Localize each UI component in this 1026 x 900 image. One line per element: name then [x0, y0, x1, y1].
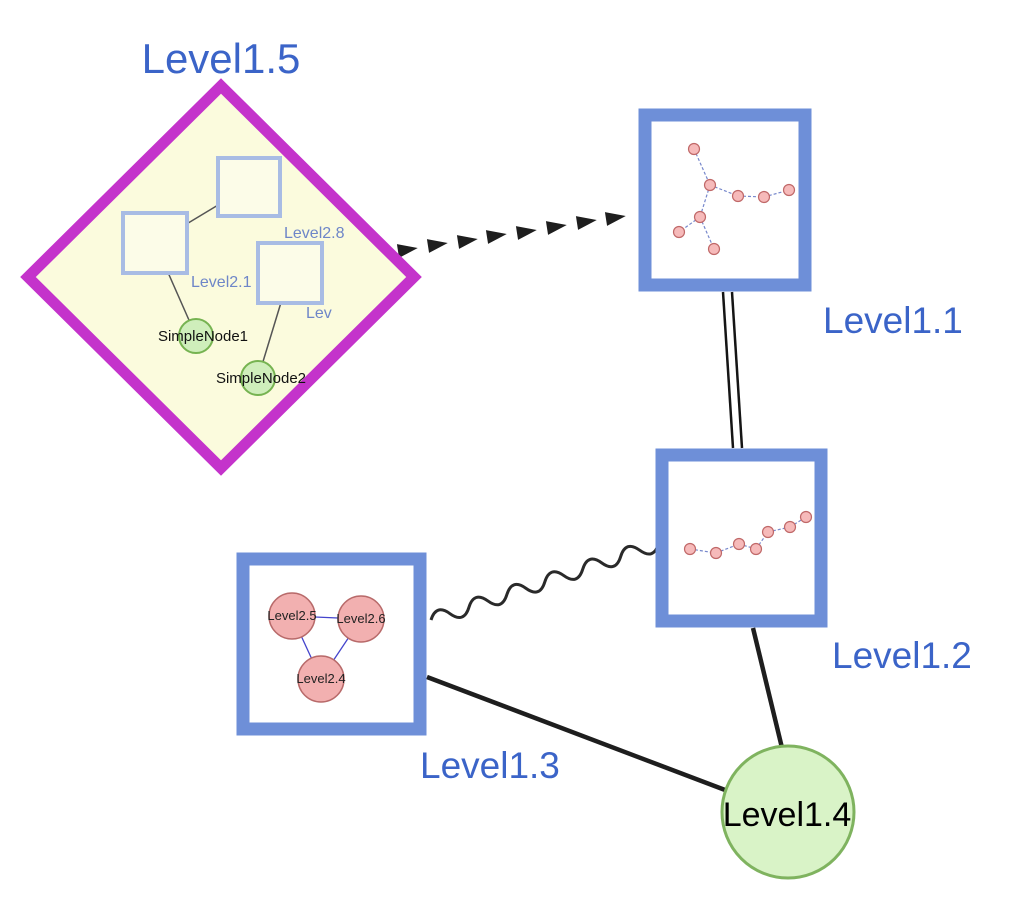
label-level15: Level1.5 [142, 35, 301, 82]
double-line-1 [721, 291, 735, 449]
mini-node[interactable] [749, 542, 763, 556]
label-level24: Level2.4 [296, 671, 345, 686]
arrowhead-dash [604, 209, 627, 226]
level15-diamond[interactable] [20, 78, 422, 476]
edge-level13-level12[interactable] [429, 537, 661, 626]
edge-level13-level14[interactable] [426, 674, 734, 796]
level12-inner-graph [683, 510, 813, 560]
wavy-path [429, 543, 661, 621]
arrowhead-dash [426, 236, 449, 253]
mini-node[interactable] [709, 546, 723, 560]
label-level25: Level2.5 [267, 608, 316, 623]
edge-level12-level14[interactable] [750, 627, 786, 753]
mini-node[interactable] [687, 142, 701, 156]
mini-node[interactable] [782, 183, 796, 197]
mini-node[interactable] [683, 542, 697, 556]
mini-node[interactable] [703, 178, 717, 192]
node-simplenode2[interactable] [240, 360, 276, 396]
level11-inner-graph [672, 142, 796, 256]
level12-rect[interactable] [655, 448, 828, 628]
label-level13: Level1.3 [420, 745, 560, 786]
mini-edge [693, 148, 711, 186]
node-level13-group[interactable]: Level2.5 Level2.6 Level2.4 [236, 552, 427, 736]
arrowhead-dash [545, 218, 568, 235]
label-level26: Level2.6 [336, 611, 385, 626]
node-level12-group[interactable] [655, 448, 828, 628]
label-level28: Level2.8 [284, 225, 345, 242]
node-level28[interactable] [216, 156, 282, 218]
label-level21: Level2.1 [191, 274, 252, 291]
mini-node[interactable] [732, 537, 746, 551]
node-level26[interactable] [337, 595, 385, 643]
label-level12: Level1.2 [832, 635, 972, 676]
arrowhead-dash [575, 213, 598, 230]
label-lev: Lev [306, 305, 332, 322]
mini-node[interactable] [731, 189, 745, 203]
level13-inner-graph: Level2.5 Level2.6 Level2.4 [267, 592, 386, 703]
arrowhead-dash [396, 241, 419, 258]
node-level15-group[interactable]: Level2.8 Level2.1 Lev SimpleNode1 Simple… [20, 78, 422, 476]
node-lev[interactable] [256, 241, 324, 305]
node-level21[interactable] [121, 211, 189, 275]
mini-node[interactable] [783, 520, 797, 534]
level13-rect[interactable] [236, 552, 427, 736]
level11-rect[interactable] [638, 108, 812, 292]
node-level14[interactable] [720, 744, 856, 880]
mini-edge [767, 526, 791, 533]
label-level11: Level1.1 [823, 300, 963, 341]
edge-level15-level11[interactable] [396, 209, 627, 258]
label-simplenode1: SimpleNode1 [158, 328, 248, 345]
mini-node[interactable] [799, 510, 813, 524]
mini-node[interactable] [672, 225, 686, 239]
mini-node[interactable] [693, 210, 707, 224]
mini-node[interactable] [757, 190, 771, 204]
arrowhead-dash [515, 223, 538, 240]
double-line-2 [730, 291, 744, 449]
arrowhead-dash [456, 232, 479, 249]
node-simplenode1[interactable] [178, 318, 214, 354]
label-level14: Level1.4 [723, 796, 852, 834]
node-level24[interactable] [297, 655, 345, 703]
arrowhead-dash [485, 227, 508, 244]
mini-node[interactable] [707, 242, 721, 256]
label-simplenode2: SimpleNode2 [216, 370, 306, 387]
edge-level11-level12[interactable] [721, 291, 744, 449]
node-level25[interactable] [268, 592, 316, 640]
node-level11-group[interactable] [638, 108, 812, 292]
mini-node[interactable] [761, 525, 775, 539]
